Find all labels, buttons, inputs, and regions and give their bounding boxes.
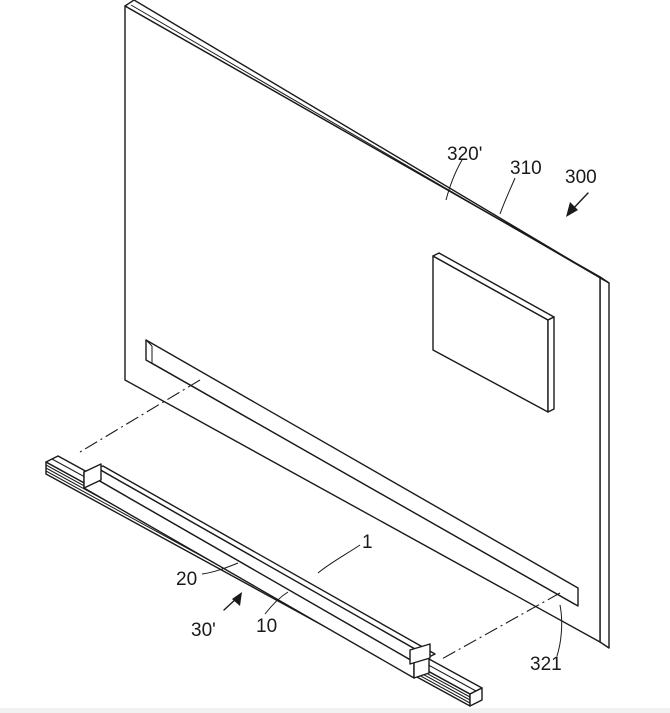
arrow-300 <box>566 192 589 217</box>
label-20: 20 <box>176 569 197 590</box>
bar-element <box>83 463 436 679</box>
panel-top-edge-line <box>130 4 606 282</box>
label-30p: 30' <box>191 620 216 641</box>
label-300: 300 <box>565 167 597 188</box>
panel-front-face <box>124 5 601 643</box>
alignment-line-right <box>439 592 561 661</box>
label-310: 310 <box>510 158 542 179</box>
panel-module <box>432 252 555 413</box>
label-320p: 320' <box>447 144 482 165</box>
label-10: 10 <box>256 616 277 637</box>
label-321: 321 <box>530 654 562 675</box>
leader-lines <box>201 159 563 657</box>
bottom-strip <box>0 708 670 713</box>
arrow-30p <box>223 592 242 611</box>
panel-slot <box>145 339 579 607</box>
label-1: 1 <box>362 532 373 553</box>
